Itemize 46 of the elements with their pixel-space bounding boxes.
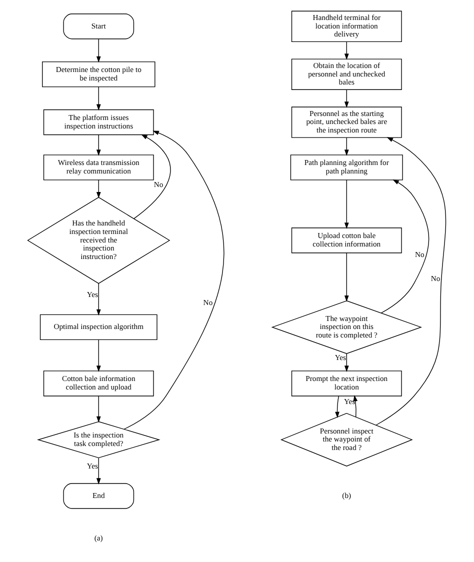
node-box: Determine the cotton pile to be inspected [42,61,156,88]
node-box: Cotton bale information collection and upload [43,370,154,396]
arrow [344,137,349,156]
edge-label: No [430,274,440,284]
edge-label: No [154,180,164,189]
arrow [134,134,171,220]
arrow [353,395,358,418]
node-diamond: The waypoint inspection on this route is completed ? [271,300,422,354]
arrow [344,89,349,108]
node-diamond: Is the inspection task completed? [36,421,160,458]
node-box: The platform issues inspection instructions [43,109,154,136]
arrow [96,396,101,423]
edge-label: No [414,250,424,259]
node-box: Personnel as the starting point, unchecked bales are the inspection route [291,106,402,138]
node-box: Prompt the next inspection location [291,370,402,396]
arrow [96,134,101,156]
label: (a) [94,533,103,542]
edge-label: Yes [86,461,98,470]
arrow [96,283,101,316]
node-box: Start [63,14,134,40]
edge-label: No [203,298,213,307]
arrow [124,130,224,430]
edge-label: Yes [334,352,346,362]
node-box: End [63,483,134,509]
arrow [96,86,101,111]
arrow [344,180,349,229]
arrow [380,179,430,314]
node-box: Handheld terminal for location information delivery [291,10,402,42]
arrow [96,180,101,198]
edge-label: Yes [344,397,356,406]
arrow [344,353,349,372]
node-box: Upload cotton bale collection information [291,228,402,254]
label: (b) [342,490,352,500]
arrow [376,137,446,426]
arrow [335,396,340,418]
arrow [344,252,349,302]
node-box: Path planning algorithm for path planning [290,154,403,180]
arrow [96,339,101,372]
edge-label: Yes [86,290,98,300]
arrow [96,38,101,63]
node-box: Obtain the location of personnel and unchecked bales [291,58,402,90]
node-diamond: Has the handheld inspection terminal received the inspection instruction? [27,196,170,284]
arrow [344,41,349,60]
node-box: Optimal inspection algorithm [40,314,158,340]
arrow [96,458,101,484]
node-box: Wireless data transmission relay communication [43,154,154,180]
